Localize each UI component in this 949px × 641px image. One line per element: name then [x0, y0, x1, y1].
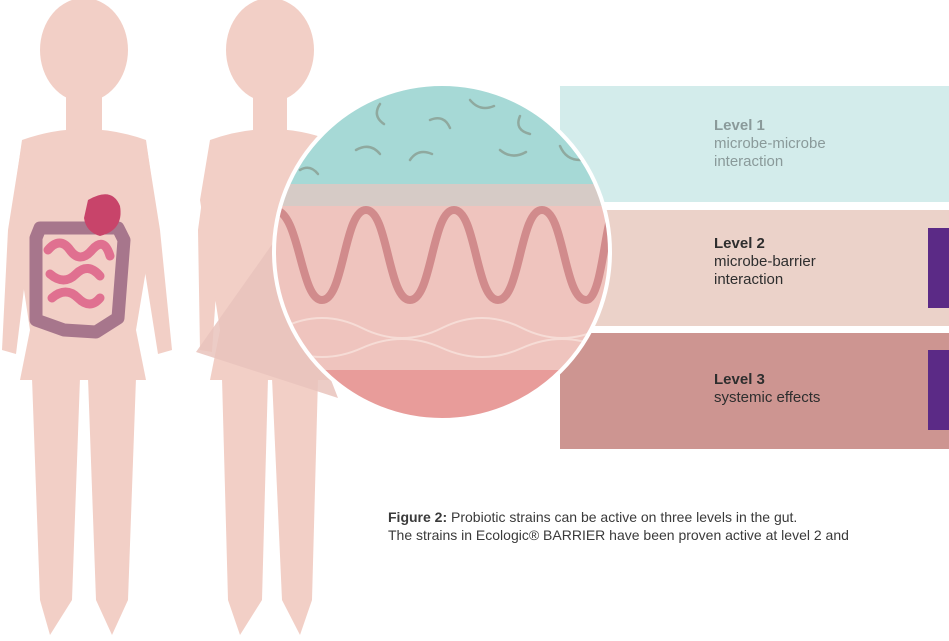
caption-line-1: Figure 2: Probiotic strains can be activ… [388, 508, 949, 526]
caption-label: Figure 2: [388, 509, 447, 525]
front-figure [2, 0, 172, 635]
caption-text-2: The strains in Ecologic® BARRIER have be… [388, 526, 949, 544]
caption-text-1: Probiotic strains can be active on three… [451, 509, 797, 525]
figure-caption: Figure 2: Probiotic strains can be activ… [388, 508, 949, 544]
